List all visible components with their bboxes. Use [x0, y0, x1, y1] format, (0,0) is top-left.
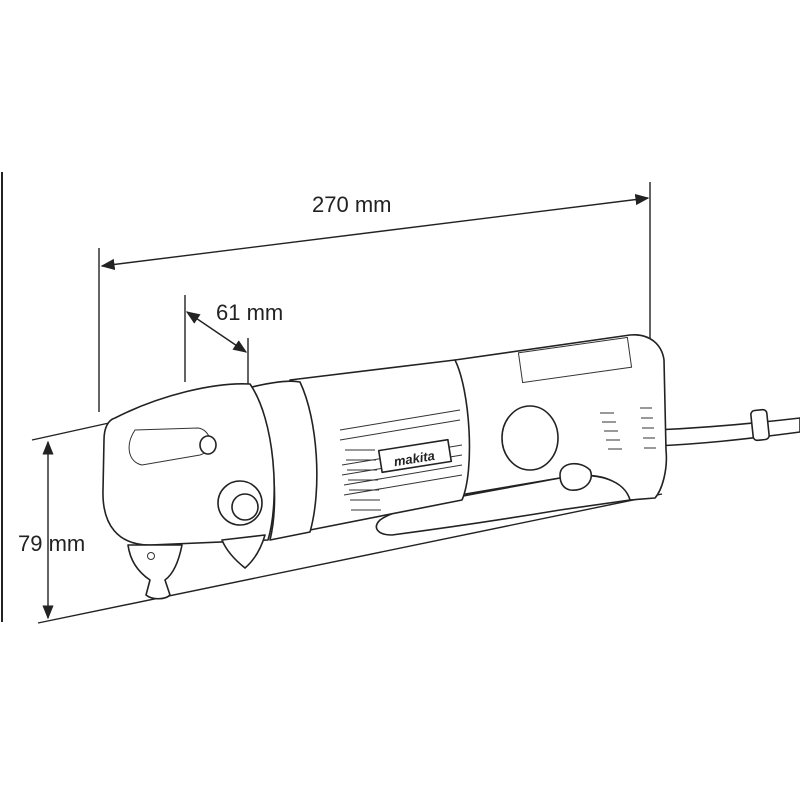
brand-logo: makita — [393, 448, 436, 469]
length-dimension-label: 270 mm — [312, 192, 392, 217]
head-offset-dimension-label: 61 mm — [216, 300, 284, 325]
height-dimension-label: 79 mm — [18, 531, 86, 556]
drill-body — [102, 334, 800, 600]
height-dimension-lines — [31, 420, 663, 624]
length-dimension-lines — [98, 182, 651, 412]
